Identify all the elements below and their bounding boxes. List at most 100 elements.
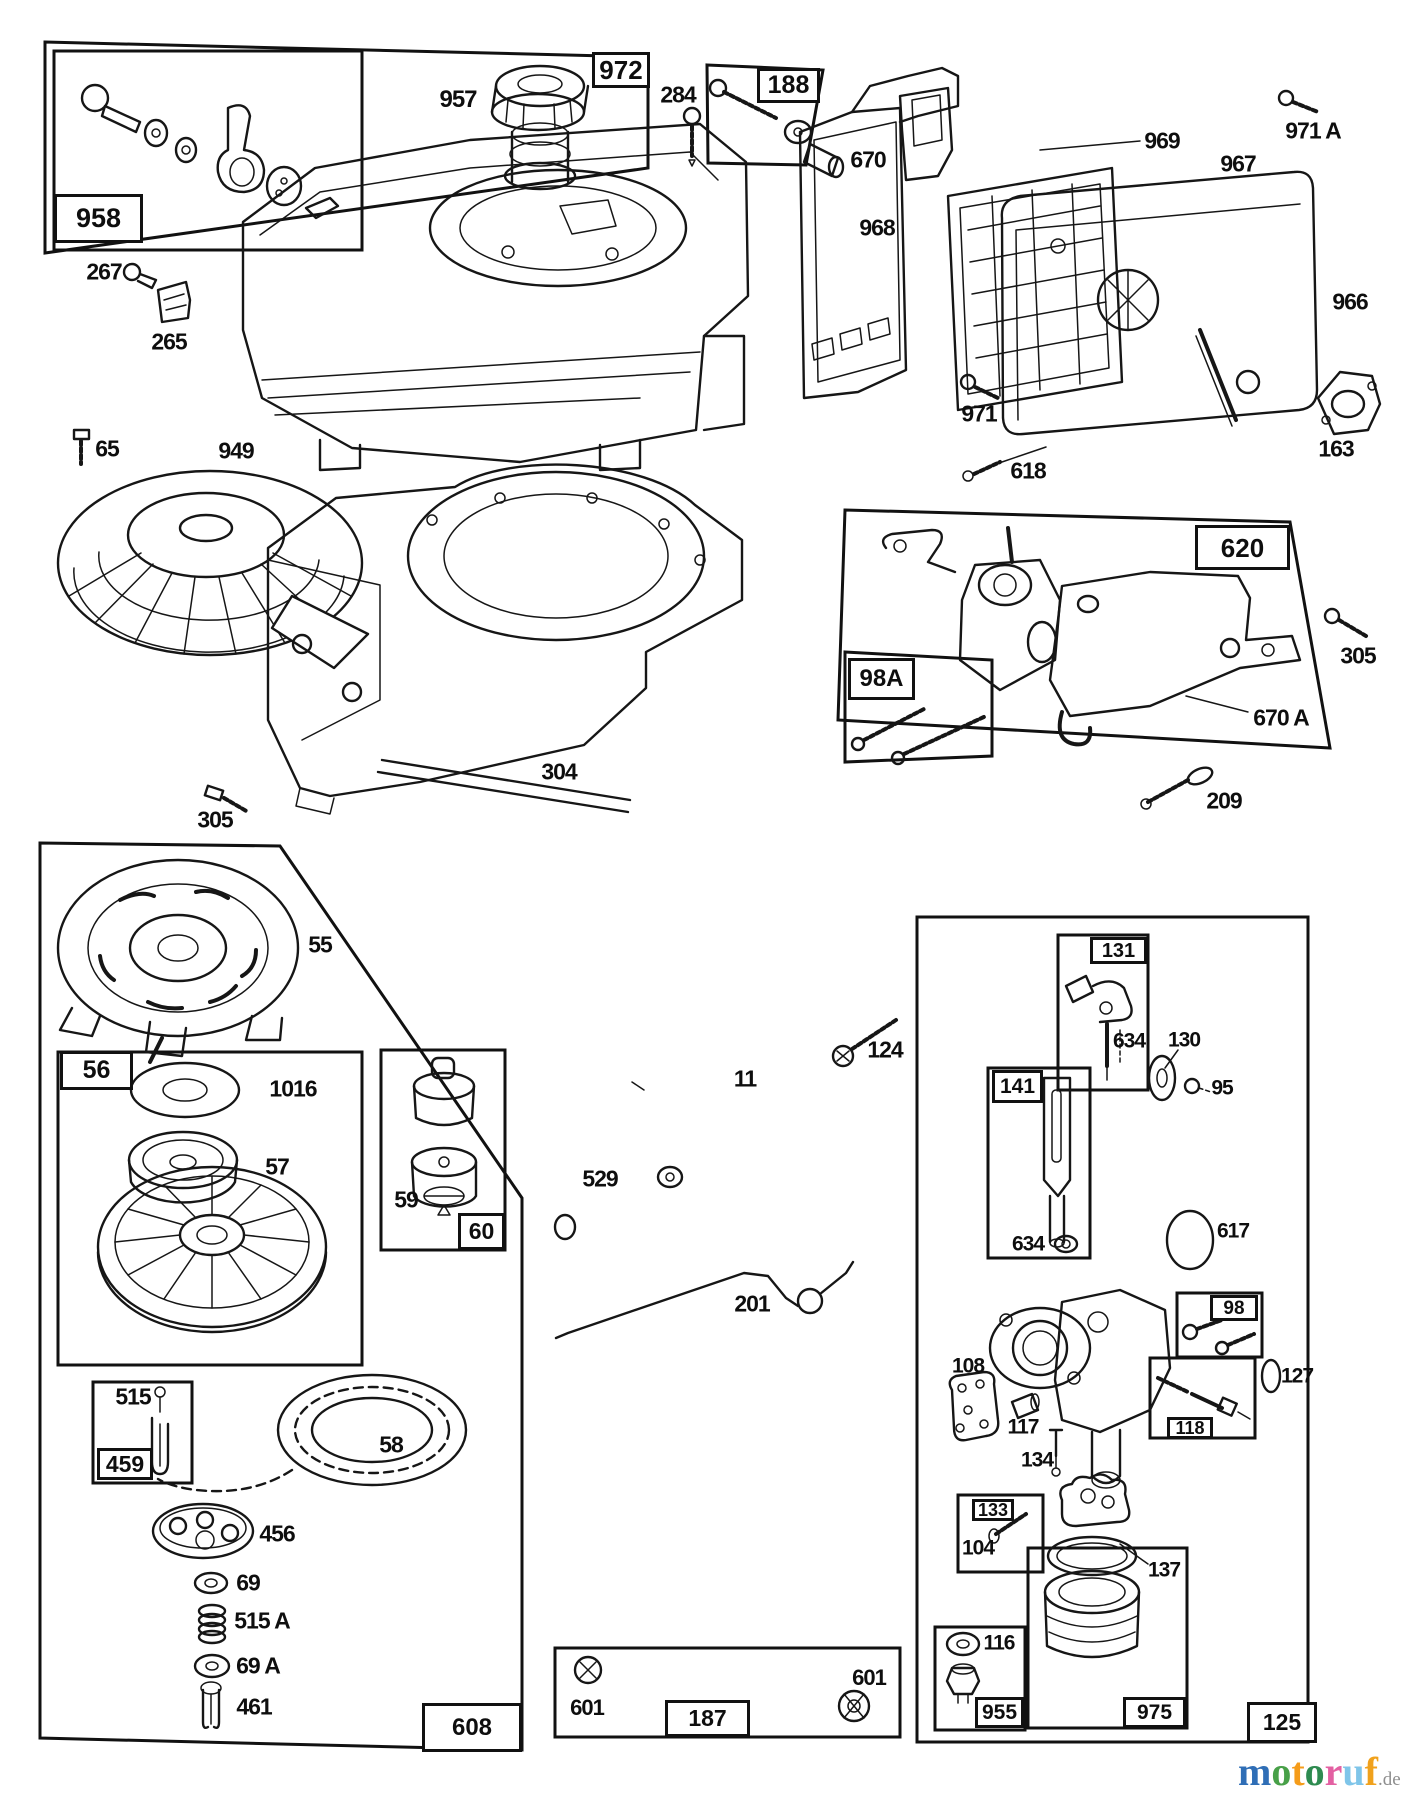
washer-69A-drawing [193, 1653, 231, 1679]
part-label-620: 620 [1195, 525, 1290, 570]
part-label-127: 127 [1280, 1364, 1314, 1388]
screw-971-drawing [959, 373, 1000, 400]
part-label-618: 618 [1010, 457, 1046, 484]
screw-95-drawing [1183, 1077, 1212, 1095]
part-label-971: 971 [961, 400, 997, 427]
oring-617-drawing [1165, 1209, 1215, 1271]
part-label-98A: 98A [848, 658, 915, 700]
watermark-suffix: .de [1378, 1769, 1401, 1790]
part-label-59: 59 [394, 1186, 419, 1213]
part-label-201: 201 [734, 1290, 770, 1317]
part-label-108: 108 [951, 1354, 985, 1378]
recoil-starter-55-drawing [56, 858, 300, 1064]
fuel-hose-187-drawing [573, 1650, 871, 1723]
part-label-601-left: 601 [570, 1695, 605, 1720]
watermark-letter: m [1238, 1749, 1272, 1794]
mixture-screw-98-drawing [1181, 1318, 1256, 1356]
part-label-117: 117 [1007, 1415, 1040, 1439]
screw-104-drawing [988, 1512, 1028, 1544]
oring-127-drawing [1260, 1358, 1282, 1394]
spring-209-drawing [1140, 766, 1214, 810]
starter-clutch-59-60-drawing [410, 1056, 478, 1216]
cup-57-drawing [127, 1130, 239, 1204]
screw-284-drawing [682, 106, 702, 167]
part-label-265: 265 [151, 328, 187, 355]
inlet-needle-131-drawing [1064, 974, 1133, 1081]
part-label-267: 267 [86, 258, 122, 285]
plug-117-drawing [1010, 1392, 1040, 1420]
part-label-955: 955 [975, 1697, 1024, 1728]
pin-461-drawing [200, 1681, 222, 1730]
air-cleaner-bracket-969-drawing [850, 66, 960, 182]
part-label-305-right: 305 [1340, 642, 1376, 669]
part-label-670: 670 [850, 146, 886, 173]
float-bowl-137-drawing [1043, 1473, 1141, 1659]
part-label-969: 969 [1144, 127, 1180, 154]
bushing-670-drawing [802, 142, 845, 179]
part-label-209: 209 [1206, 787, 1242, 814]
gasket-108-drawing [948, 1370, 1000, 1442]
part-label-11: 11 [733, 1065, 757, 1092]
part-label-529: 529 [582, 1165, 618, 1192]
part-label-456: 456 [259, 1520, 295, 1547]
screw-305-right-drawing [1323, 607, 1368, 638]
part-label-58: 58 [379, 1431, 404, 1458]
air-cleaner-base-968-drawing [798, 106, 908, 400]
part-label-459: 459 [97, 1448, 153, 1480]
float-pin-134-drawing [1048, 1428, 1064, 1477]
washer-634-drawing [1053, 1234, 1079, 1254]
part-label-617: 617 [1216, 1219, 1250, 1243]
part-label-141: 141 [992, 1070, 1043, 1103]
screw-124-drawing [831, 1018, 898, 1068]
hex-wrench-11-drawing [594, 1069, 829, 1149]
starter-rope-58-drawing [156, 1373, 468, 1493]
part-label-65: 65 [95, 435, 120, 462]
fuel-tank-drawing [241, 122, 750, 472]
watermark-logo: motoruf.de [1238, 1752, 1401, 1792]
part-label-131: 131 [1090, 937, 1147, 964]
part-label-972: 972 [592, 52, 650, 88]
part-label-957: 957 [439, 86, 477, 113]
part-label-104: 104 [961, 1536, 995, 1560]
part-label-284: 284 [660, 81, 696, 108]
clip-267-drawing [122, 262, 158, 290]
part-label-515A: 515 A [234, 1607, 291, 1634]
part-label-670A: 670 A [1253, 704, 1310, 731]
part-label-69A: 69 A [236, 1652, 281, 1679]
part-label-1016: 1016 [269, 1075, 317, 1102]
part-label-958: 958 [54, 194, 143, 243]
control-bracket-620-drawing [850, 526, 1302, 766]
part-label-116: 116 [983, 1631, 1016, 1655]
part-label-304: 304 [541, 758, 577, 785]
watermark-letter: o [1271, 1749, 1292, 1794]
washer-nut-116-955-drawing [945, 1631, 981, 1704]
part-label-187: 187 [665, 1700, 750, 1737]
fan-flywheel-drawing [96, 1165, 328, 1334]
washer-1016-drawing [129, 1061, 241, 1119]
throttle-kit-drawing [80, 83, 340, 220]
part-label-118: 118 [1167, 1417, 1213, 1439]
governor-link-201-drawing [554, 1260, 855, 1340]
part-label-634-upper: 634 [1112, 1029, 1146, 1053]
needle-valve-118-drawing [1156, 1376, 1251, 1420]
washer-69-drawing [193, 1571, 229, 1595]
part-label-967: 967 [1220, 150, 1256, 177]
diaphragm-130-drawing [1147, 1054, 1177, 1102]
screw-971A-drawing [1277, 89, 1320, 114]
jet-141-drawing [1042, 1076, 1072, 1248]
part-label-134: 134 [1020, 1448, 1054, 1472]
part-label-60: 60 [458, 1213, 505, 1250]
part-label-125: 125 [1247, 1702, 1317, 1743]
part-label-69: 69 [236, 1569, 261, 1596]
part-label-966: 966 [1332, 288, 1368, 315]
part-label-133: 133 [972, 1499, 1014, 1521]
watermark-letter: u [1342, 1749, 1365, 1794]
part-label-971A: 971 A [1285, 117, 1342, 144]
block-265-drawing [156, 280, 192, 324]
part-label-124: 124 [867, 1036, 903, 1063]
part-label-968: 968 [859, 214, 895, 241]
watermark-letter: t [1291, 1749, 1305, 1794]
